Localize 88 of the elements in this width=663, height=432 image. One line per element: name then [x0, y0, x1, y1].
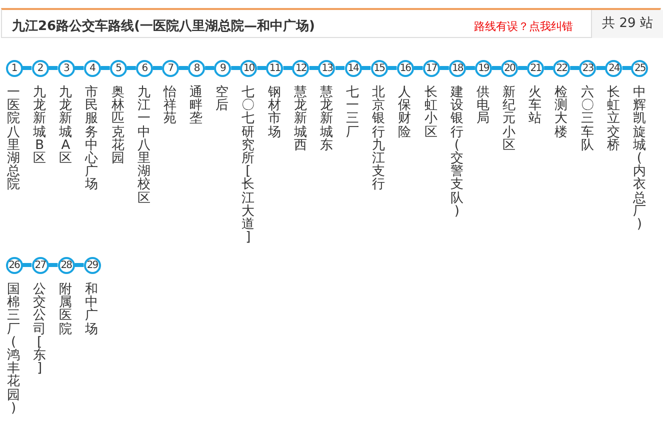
route-line — [362, 66, 371, 70]
station-circle: 26 — [6, 256, 22, 274]
station-circle: 8 — [188, 60, 206, 76]
station-circle: 9 — [214, 60, 232, 76]
station-circle: 21 — [527, 60, 544, 76]
station-circle: 18 — [448, 60, 466, 76]
station-name: 公交公司[东] — [32, 283, 48, 376]
route-title: 九江26路公交车路线(一医院八里湖总院—和中广场) — [12, 18, 315, 35]
route-line — [257, 66, 266, 70]
route-line — [335, 66, 345, 70]
route-line — [492, 66, 502, 70]
station-name: 北京银行九江支行 — [371, 86, 386, 192]
station-circle: 6 — [136, 60, 153, 76]
route-line — [178, 66, 188, 70]
station-name: 长虹立交桥 — [606, 86, 621, 152]
station-name: 新纪元小区 — [502, 86, 517, 152]
station-circle: 15 — [370, 60, 388, 76]
station-name: 一医院八里湖总院 — [6, 86, 21, 192]
station-name: 九龙新城A区 — [58, 86, 74, 166]
route-line — [309, 66, 318, 70]
route-line — [205, 66, 214, 70]
route-line — [74, 66, 84, 70]
station-name: 九龙新城B区 — [32, 86, 48, 166]
station-circle: 28 — [58, 256, 75, 274]
station-circle: 27 — [32, 256, 49, 274]
route-line — [74, 263, 84, 267]
station-name: 中辉凯旋城(内衣总厂) — [632, 86, 647, 232]
route-line — [518, 66, 528, 70]
station-name: 怡祥苑 — [162, 86, 178, 126]
station-name: 长虹小区 — [423, 86, 438, 139]
station-name: 和中广场 — [84, 283, 100, 336]
station-name: 检测大楼 — [554, 86, 569, 139]
station-name: 慧龙新城东 — [318, 86, 334, 152]
station-name: 奥林匹克花园 — [110, 86, 126, 166]
station-name: 人保财险 — [397, 86, 412, 139]
station-circle: 3 — [58, 60, 75, 76]
station-name: 火车站 — [528, 86, 543, 126]
route-line — [622, 66, 632, 70]
route-line — [596, 66, 606, 70]
station-circle: 4 — [84, 60, 101, 76]
route-line — [388, 66, 397, 70]
station-circle: 14 — [344, 60, 362, 76]
route-line — [22, 263, 32, 267]
station-circle: 25 — [631, 60, 648, 76]
route-line — [440, 66, 449, 70]
station-circle: 1 — [6, 60, 22, 76]
station-name: 六〇三车队 — [580, 86, 595, 152]
station-name: 附属医院 — [58, 283, 74, 336]
route-line — [570, 66, 580, 70]
report-error-link: 路线有误？点我纠错 — [474, 19, 573, 34]
station-circle: 23 — [579, 60, 596, 76]
station-name: 慧龙新城西 — [292, 86, 308, 152]
station-name: 通畔垄 — [188, 86, 204, 126]
station-name: 建设银行(交警支队) — [449, 86, 464, 218]
route-line — [283, 66, 292, 70]
station-name: 钢材市场 — [266, 86, 282, 139]
station-circle: 19 — [474, 60, 492, 76]
station-circle: 24 — [605, 60, 622, 76]
route-line — [48, 66, 58, 70]
route-line — [48, 263, 58, 267]
station-name: 供电局 — [475, 86, 490, 126]
station-circle: 20 — [501, 60, 518, 76]
station-circle: 11 — [266, 60, 284, 76]
station-circle: 2 — [32, 60, 49, 76]
station-name: 七〇七研究所[长江大道] — [240, 86, 256, 244]
station-name: 九江一中八里湖校区 — [136, 86, 152, 205]
station-circle: 5 — [110, 60, 127, 76]
station-circle: 17 — [422, 60, 440, 76]
station-circle: 10 — [240, 60, 258, 76]
station-circle: 7 — [162, 60, 179, 76]
station-name: 国棉三厂(鸿丰花园) — [6, 283, 21, 416]
station-circle: 13 — [318, 60, 336, 76]
station-name: 空后 — [214, 86, 230, 112]
route-line — [100, 66, 110, 70]
station-circle: 29 — [84, 256, 101, 274]
station-count: 共 29 站 — [591, 10, 663, 38]
route-line — [544, 66, 554, 70]
station-circle: 22 — [553, 60, 570, 76]
route-line — [414, 66, 423, 70]
route-line — [152, 66, 162, 70]
station-name: 七一三厂 — [345, 86, 360, 139]
station-circle: 16 — [396, 60, 414, 76]
route-line — [466, 66, 475, 70]
station-name: 市民服务中心广场 — [84, 86, 100, 192]
station-circle: 12 — [292, 60, 310, 76]
route-line — [126, 66, 136, 70]
route-line — [22, 66, 32, 70]
route-line — [231, 66, 240, 70]
